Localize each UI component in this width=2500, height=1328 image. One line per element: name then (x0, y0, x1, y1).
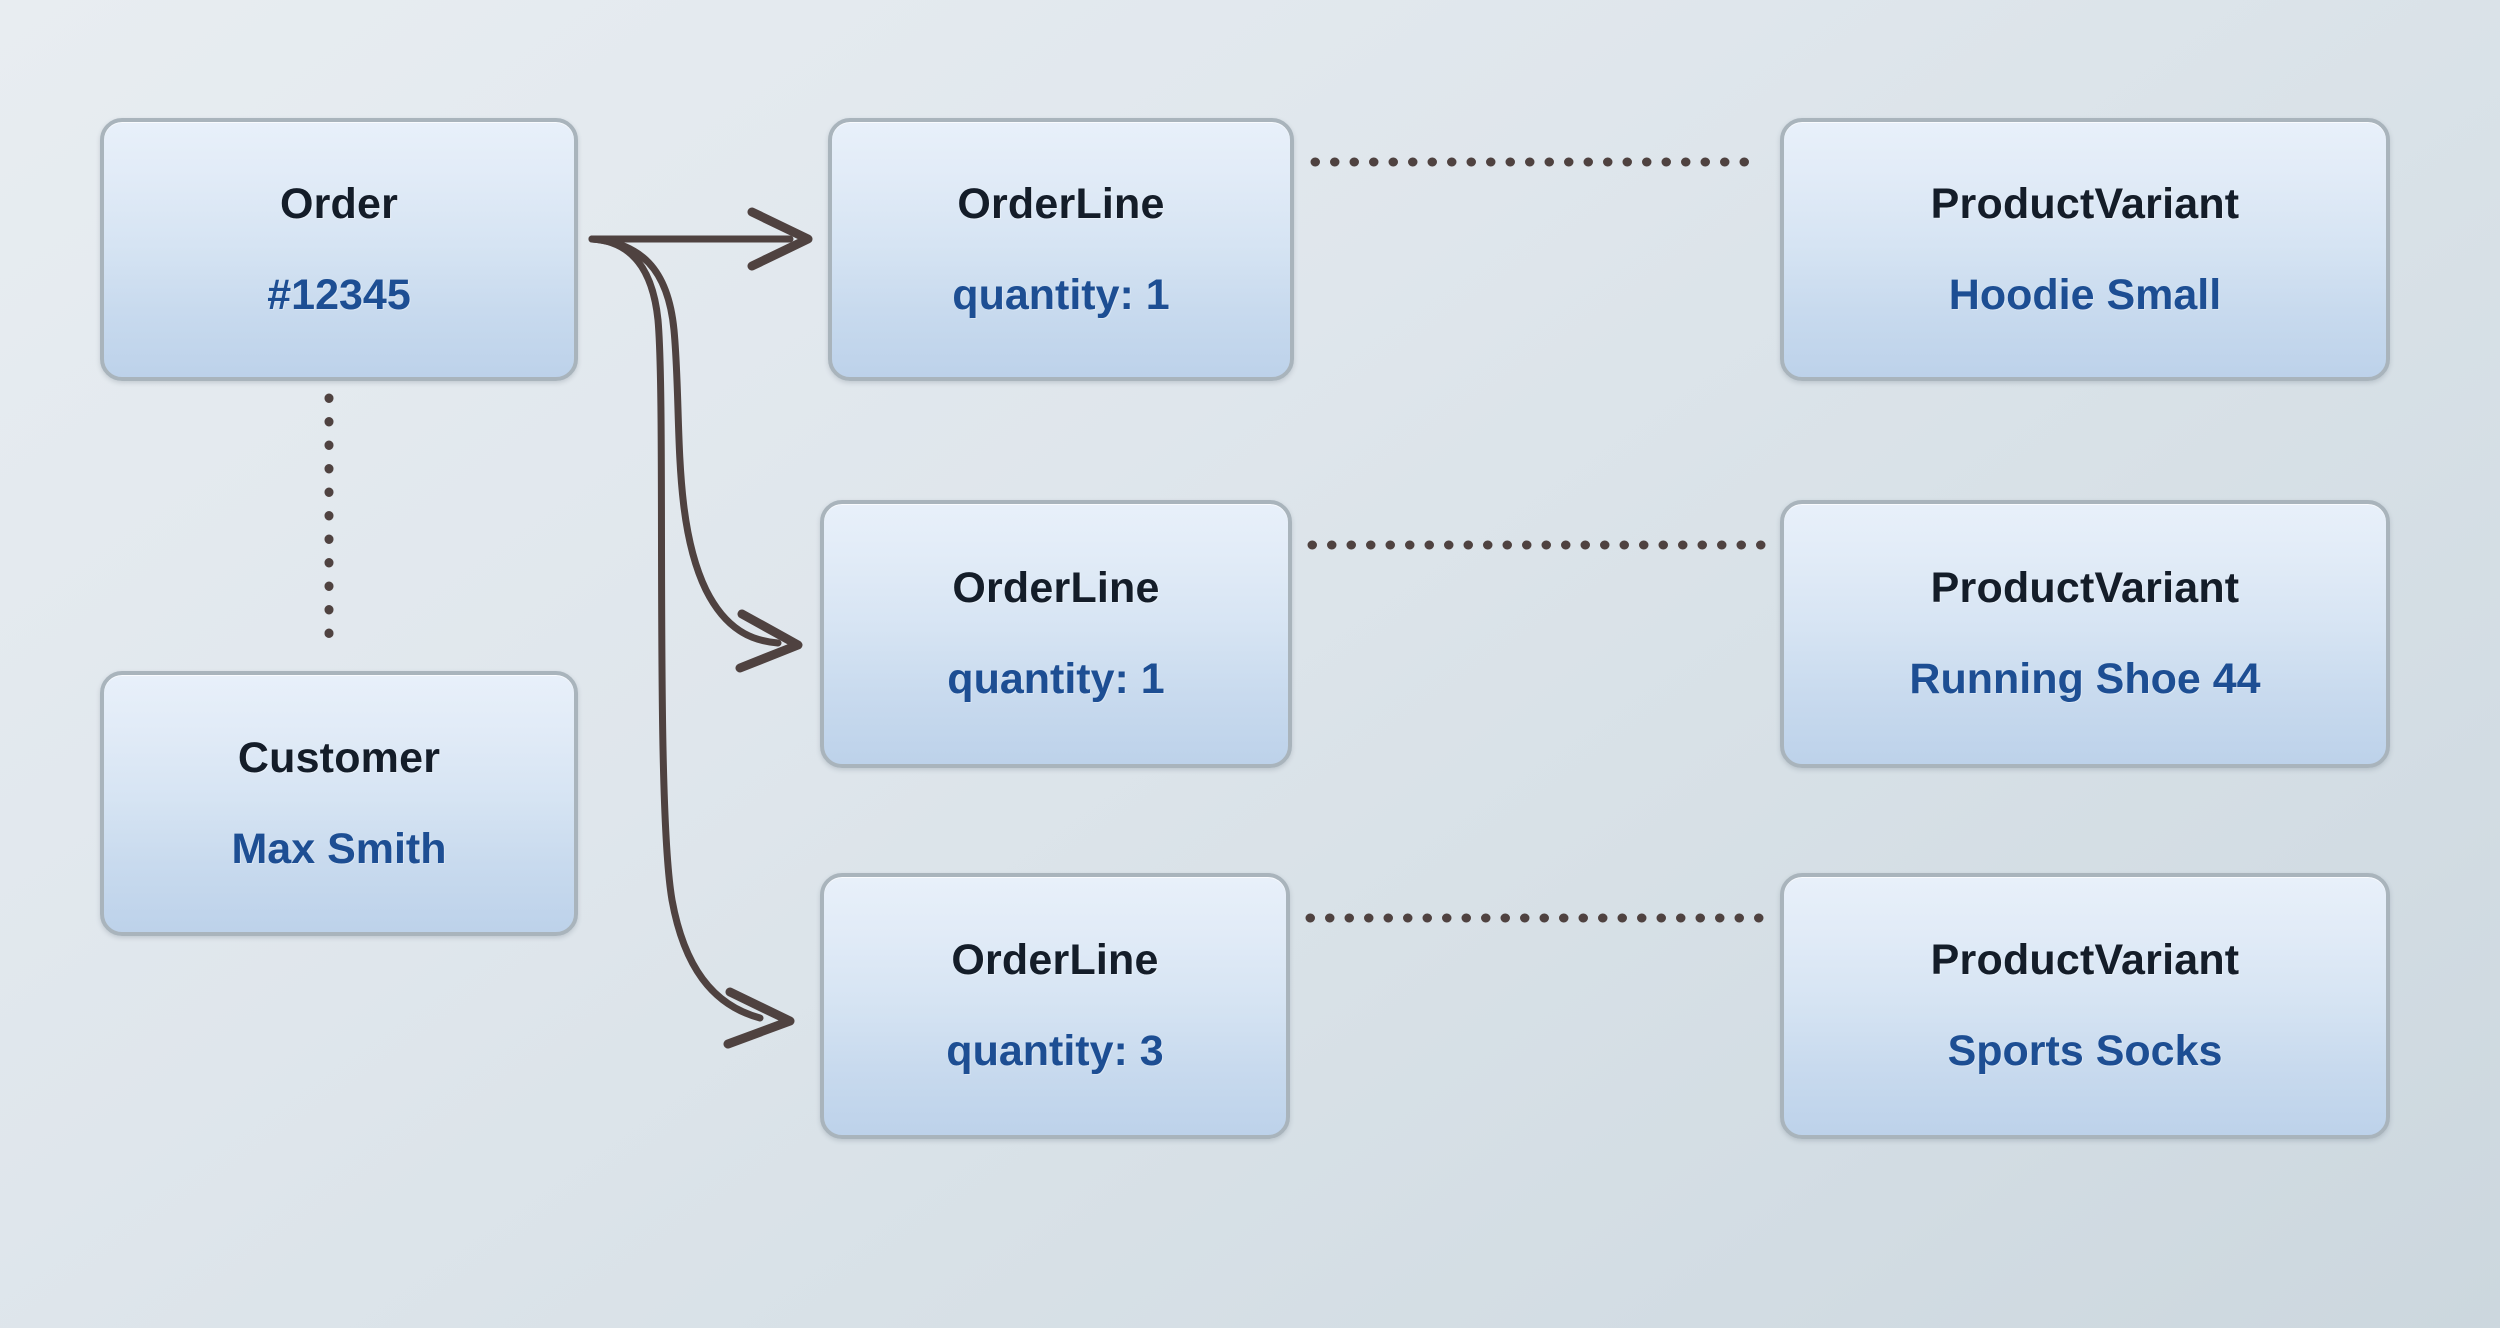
node-productvariant-1[interactable]: ProductVariant Hoodie Small (1780, 118, 2390, 381)
node-orderline-2-subtitle: quantity: 1 (947, 655, 1165, 703)
node-productvariant-1-title: ProductVariant (1930, 179, 2240, 228)
arrowhead-icon (735, 609, 803, 673)
node-productvariant-1-subtitle: Hoodie Small (1948, 270, 2222, 319)
arrowhead-icon (723, 987, 795, 1049)
node-productvariant-3-title: ProductVariant (1930, 936, 2240, 984)
edge-order-to-orderline-2 (588, 235, 803, 673)
node-productvariant-2[interactable]: ProductVariant Running Shoe 44 (1780, 500, 2390, 768)
node-orderline-3[interactable]: OrderLine quantity: 3 (820, 873, 1290, 1139)
node-customer-title: Customer (237, 733, 441, 782)
node-productvariant-2-subtitle: Running Shoe 44 (1909, 655, 2261, 703)
node-productvariant-3[interactable]: ProductVariant Sports Socks (1780, 873, 2390, 1139)
node-orderline-1[interactable]: OrderLine quantity: 1 (828, 118, 1294, 381)
node-order-subtitle: #12345 (267, 270, 411, 319)
node-orderline-2[interactable]: OrderLine quantity: 1 (820, 500, 1292, 768)
node-orderline-3-subtitle: quantity: 3 (946, 1027, 1164, 1075)
node-orderline-3-title: OrderLine (951, 936, 1159, 984)
node-productvariant-3-subtitle: Sports Socks (1947, 1027, 2223, 1075)
edge-order-to-orderline-3 (588, 235, 795, 1049)
node-orderline-2-title: OrderLine (952, 564, 1160, 612)
edge-order-to-orderline-1 (588, 207, 813, 271)
node-customer[interactable]: Customer Max Smith (100, 671, 578, 936)
arrowhead-icon (747, 207, 813, 271)
node-orderline-1-title: OrderLine (957, 179, 1165, 228)
node-customer-subtitle: Max Smith (231, 824, 447, 873)
node-orderline-1-subtitle: quantity: 1 (952, 270, 1170, 319)
node-order-title: Order (279, 179, 399, 228)
node-order[interactable]: Order #12345 (100, 118, 578, 381)
node-productvariant-2-title: ProductVariant (1930, 564, 2240, 612)
